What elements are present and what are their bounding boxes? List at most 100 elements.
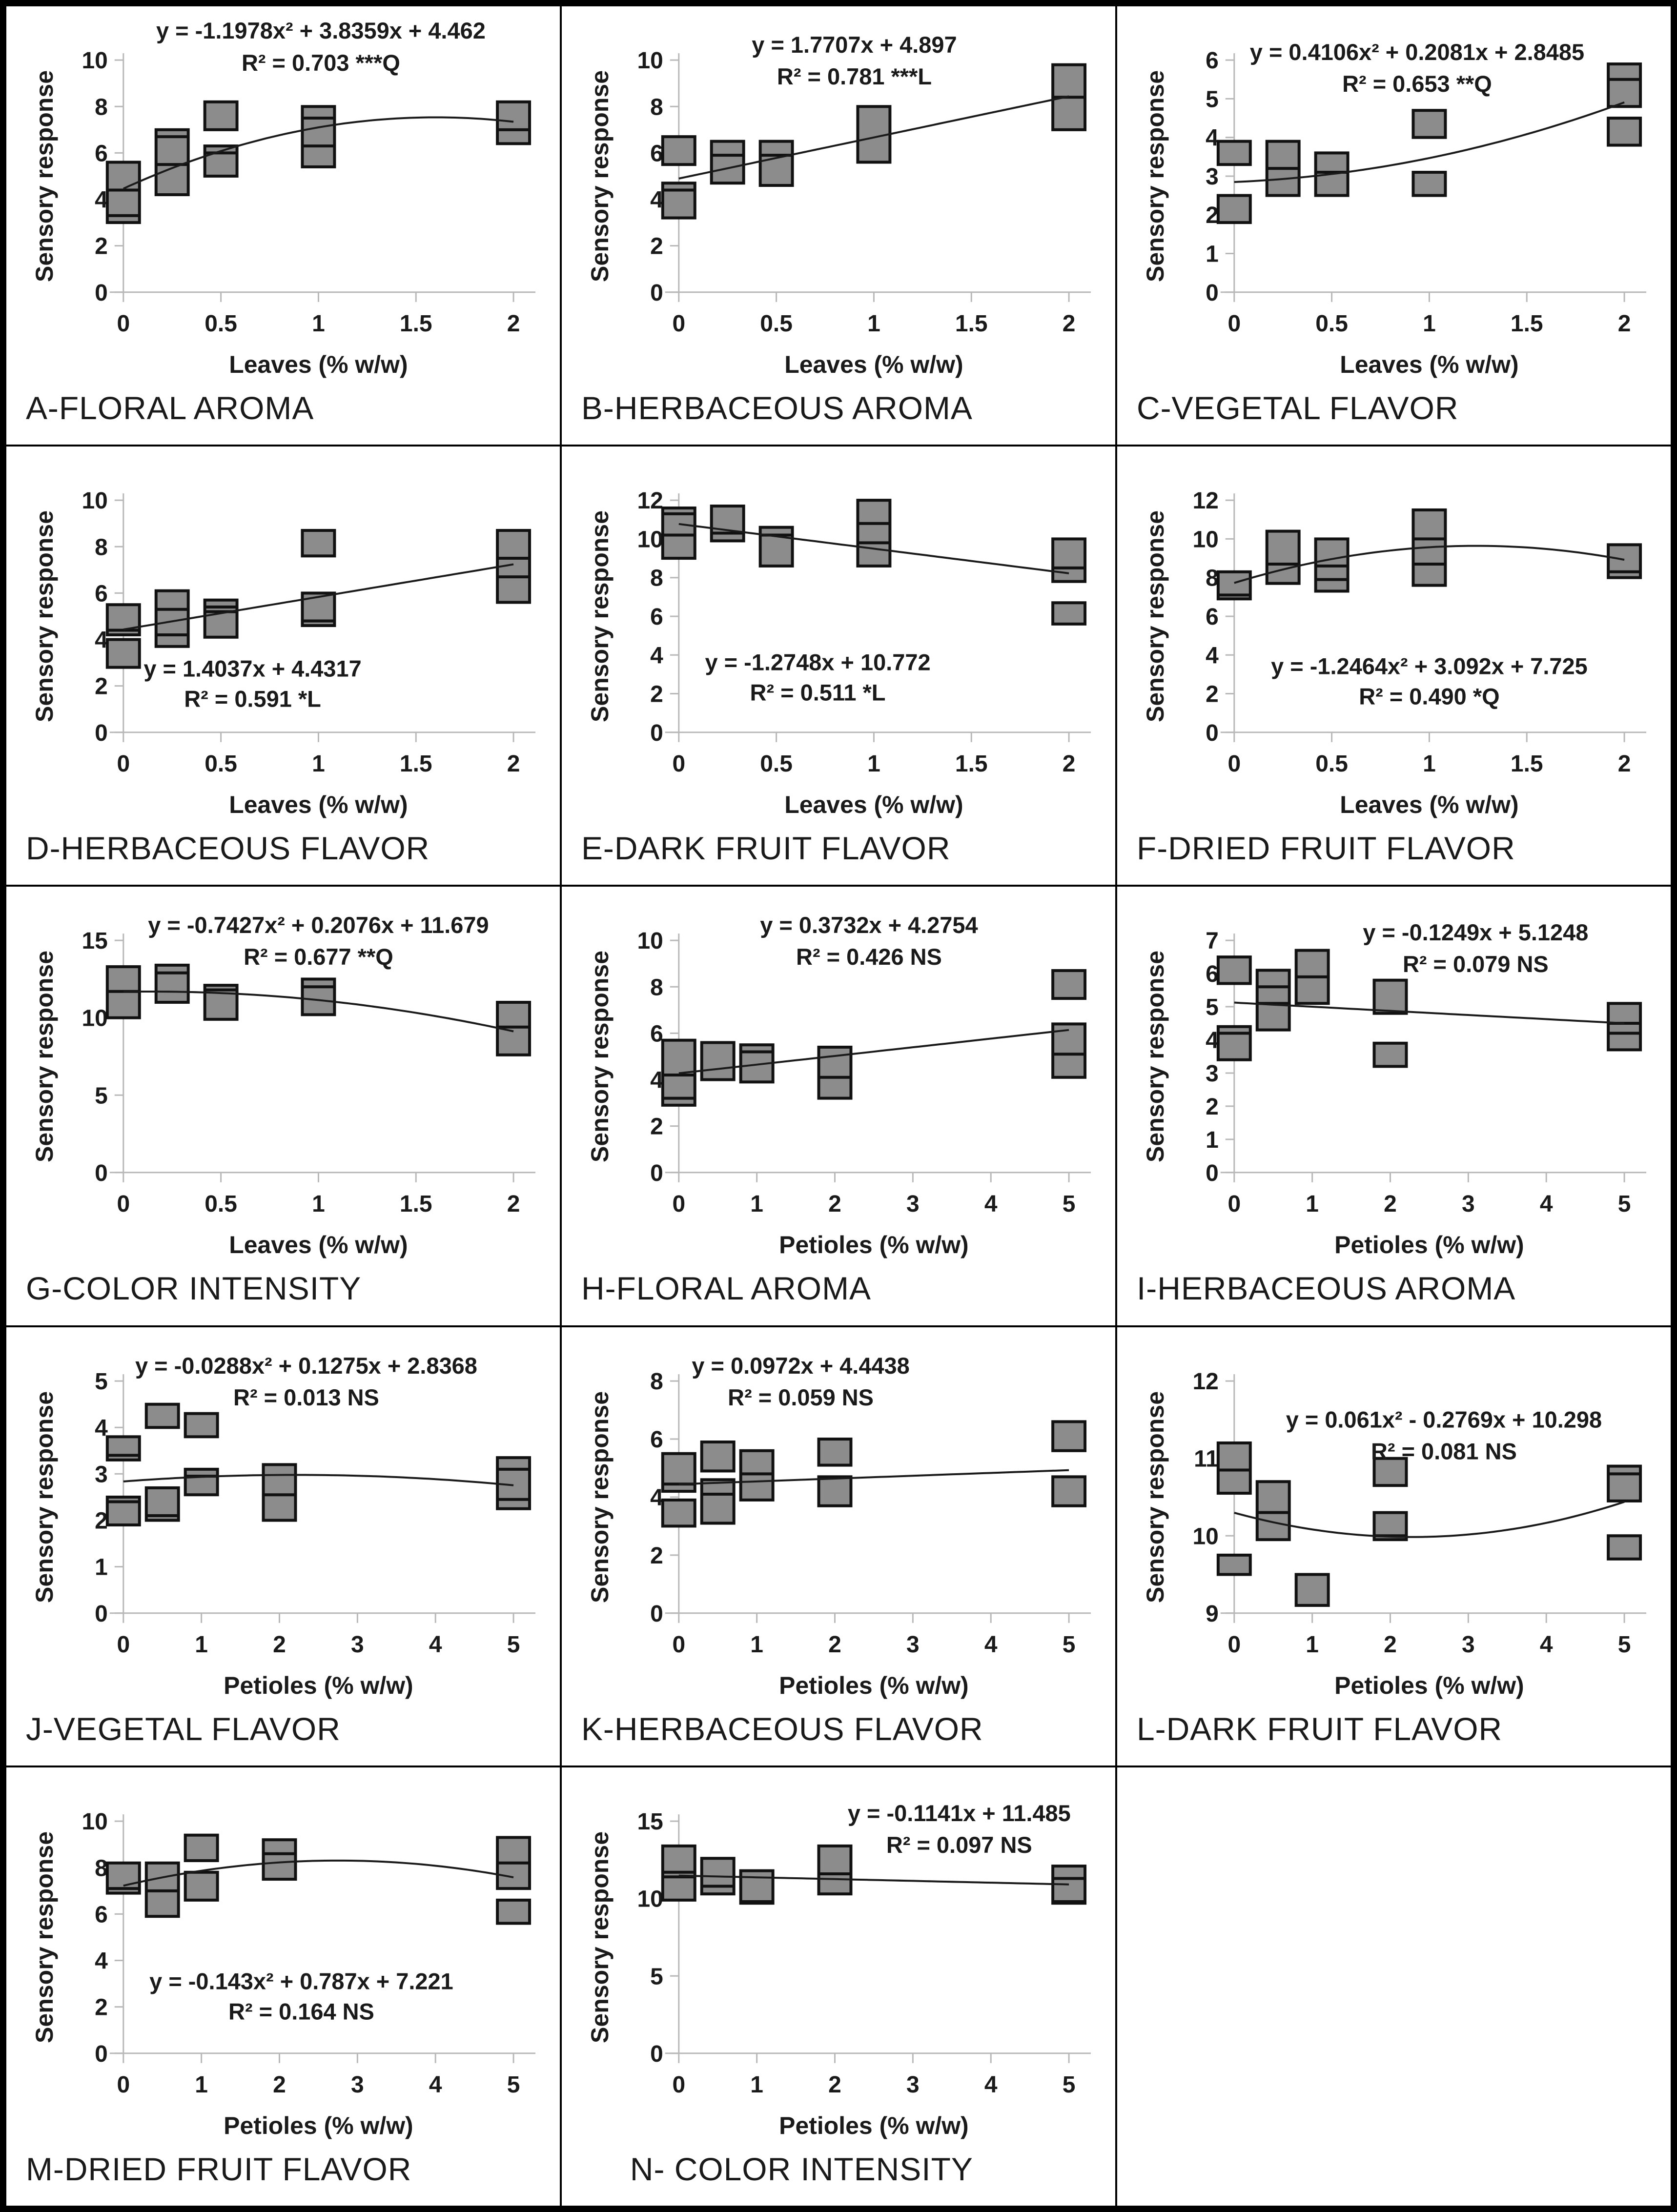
y-tick-label: 10 <box>637 929 663 954</box>
trend-line <box>123 116 514 190</box>
x-tick-label: 4 <box>984 1631 998 1657</box>
box-marker <box>154 128 190 197</box>
x-tick-label: 2 <box>507 751 520 777</box>
y-axis-title: Sensory response <box>1142 510 1169 722</box>
x-tick-label: 1 <box>195 2072 208 2098</box>
x-tick-label: 0 <box>672 1191 685 1217</box>
y-tick-label: 15 <box>82 929 107 954</box>
x-axis-title: Leaves (% w/w) <box>1340 351 1518 378</box>
x-axis-title: Leaves (% w/w) <box>1340 791 1518 818</box>
x-tick-label: 5 <box>1063 2072 1076 2098</box>
box-marker <box>661 135 696 166</box>
box-marker <box>1216 1025 1252 1062</box>
x-tick-label: 4 <box>429 1631 442 1657</box>
x-tick-label: 2 <box>273 2072 286 2098</box>
x-tick-label: 0.5 <box>760 311 793 337</box>
box-marker <box>1265 529 1301 585</box>
equation-line1: y = 0.061x² - 0.2769x + 10.298 <box>1286 1406 1602 1432</box>
box-marker <box>1051 1022 1087 1079</box>
x-tick-label: 0 <box>117 1191 130 1217</box>
y-tick-label: 0 <box>650 1601 663 1626</box>
equation-line1: y = 0.3732x + 4.2754 <box>760 912 978 938</box>
box-marker <box>1372 1042 1408 1068</box>
trend-line <box>678 1029 1069 1075</box>
box-marker <box>301 105 336 168</box>
equation-line1: y = -0.0288x² + 0.1275x + 2.8368 <box>135 1353 477 1379</box>
y-axis-title: Sensory response <box>31 70 58 282</box>
box-marker <box>661 182 696 220</box>
x-tick-label: 1 <box>750 1191 763 1217</box>
equation-line2: R² = 0.164 NS <box>228 1998 374 2024</box>
x-tick-label: 0.5 <box>205 751 237 777</box>
box-marker <box>817 1437 853 1467</box>
x-tick-label: 5 <box>1618 1631 1631 1657</box>
y-tick-label: 0 <box>95 2041 108 2067</box>
y-tick-label: 6 <box>650 141 663 166</box>
trend-line <box>123 563 514 631</box>
y-tick-label: 10 <box>82 1809 107 1835</box>
box-marker <box>1216 194 1252 224</box>
box-marker <box>1372 979 1408 1015</box>
y-tick-label: 3 <box>95 1461 108 1487</box>
box-marker <box>105 638 141 669</box>
panel-label: A-FLORAL AROMA <box>26 390 314 426</box>
x-tick-label: 5 <box>507 2072 520 2098</box>
equation-line2: R² = 0.059 NS <box>728 1384 874 1410</box>
y-axis-title: Sensory response <box>586 510 614 722</box>
x-tick-label: 1 <box>1306 1631 1319 1657</box>
panel-label: K-HERBACEOUS FLAVOR <box>581 1711 983 1747</box>
y-tick-label: 8 <box>95 534 108 560</box>
equation-line1: y = -0.1141x + 11.485 <box>848 1800 1071 1826</box>
box-marker <box>710 505 745 543</box>
y-tick-label: 2 <box>95 1508 108 1534</box>
box-marker <box>184 1833 219 1862</box>
y-axis-title: Sensory response <box>586 1391 614 1603</box>
box-marker <box>203 100 239 131</box>
y-tick-label: 8 <box>95 94 108 120</box>
box-marker <box>154 964 190 1004</box>
equation-line2: R² = 0.426 NS <box>796 944 942 970</box>
equation-line2: R² = 0.013 NS <box>233 1384 379 1410</box>
box-marker <box>1411 109 1447 139</box>
x-tick-label: 2 <box>1384 1631 1397 1657</box>
y-tick-label: 10 <box>82 48 107 74</box>
y-tick-label: 2 <box>95 1994 108 2020</box>
panel-label: N- COLOR INTENSITY <box>630 2151 973 2187</box>
x-axis-title: Leaves (% w/w) <box>784 791 963 818</box>
x-tick-label: 1 <box>195 1631 208 1657</box>
box-marker <box>1051 601 1087 626</box>
equation-line1: y = -0.7427x² + 0.2076x + 11.679 <box>148 912 489 938</box>
panel-label: L-DARK FRUIT FLAVOR <box>1137 1711 1502 1747</box>
y-tick-label: 0 <box>95 1160 108 1186</box>
y-tick-label: 2 <box>650 234 663 260</box>
x-tick-label: 5 <box>1063 1191 1076 1217</box>
trend-line <box>123 1859 514 1887</box>
box-marker <box>1051 1475 1087 1507</box>
y-tick-label: 8 <box>650 1369 663 1395</box>
y-tick-label: 10 <box>82 1006 107 1032</box>
x-tick-label: 0.5 <box>205 1191 237 1217</box>
trend-line <box>1234 1501 1625 1538</box>
box-marker <box>710 140 745 185</box>
x-tick-label: 2 <box>1063 751 1076 777</box>
x-tick-label: 0 <box>1227 1631 1241 1657</box>
y-tick-label: 0 <box>95 720 108 746</box>
y-tick-label: 2 <box>650 1114 663 1140</box>
x-tick-label: 0 <box>117 311 130 337</box>
box-marker <box>1411 171 1447 197</box>
x-tick-label: 1.5 <box>1511 751 1543 777</box>
equation-line2: R² = 0.703 ***Q <box>242 50 400 76</box>
y-tick-label: 8 <box>650 94 663 120</box>
y-tick-label: 0 <box>1206 280 1219 306</box>
